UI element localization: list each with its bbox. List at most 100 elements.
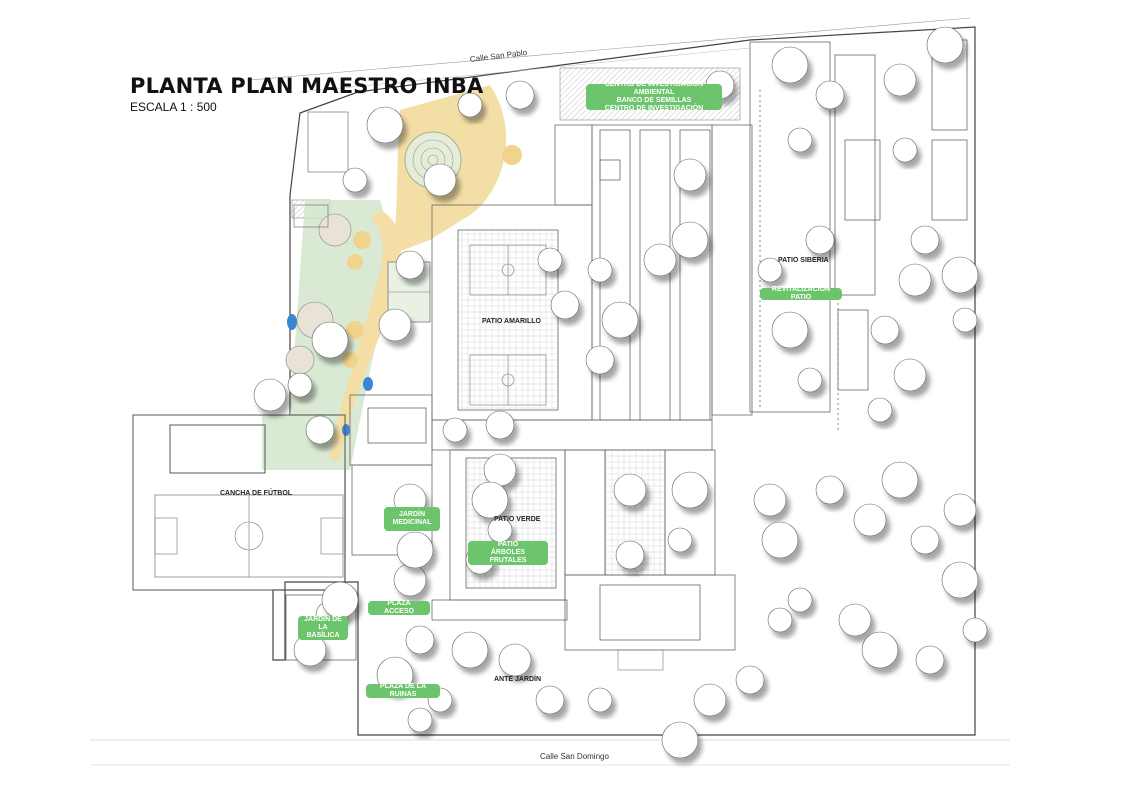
tag-jardin-medicinal-line-2: MEDICINAL (392, 519, 432, 526)
tree-canopy (305, 415, 335, 445)
label-patio-siberia: PATIO SIBERIA (778, 257, 829, 264)
circular-plaza-ring-3 (427, 154, 439, 166)
tree-canopy (396, 531, 434, 569)
tree-canopy (910, 525, 940, 555)
tree-canopy (881, 461, 919, 499)
round-patio-2 (285, 345, 315, 375)
nw-lot-1 (307, 111, 349, 173)
tree-canopy (643, 243, 677, 277)
tag-jardin-medicinal-line-1: JARDÍN (398, 511, 426, 518)
tree-canopy (671, 471, 709, 509)
tree-canopy (287, 372, 313, 398)
tree-canopy (550, 290, 580, 320)
tree-canopy (693, 683, 727, 717)
tree-canopy (535, 685, 565, 715)
tree-canopy (661, 721, 699, 759)
tag-centro-line-1: CENTRO DE INVESTIGACIÓN AMBIENTAL (604, 81, 704, 96)
sand-path-west (330, 210, 402, 460)
nw-lot-2 (293, 204, 329, 228)
tree-canopy (883, 63, 917, 97)
tag-patio-arboles-frutales: PATIO ÁRBOLES FRUTALES (468, 541, 548, 565)
tree-canopy (861, 631, 899, 669)
round-sand-3 (346, 321, 364, 339)
tree-canopy (815, 80, 845, 110)
street-line-top-2 (299, 47, 751, 93)
football-annex (169, 424, 266, 474)
tree-canopy (253, 378, 287, 412)
tree-canopy (311, 321, 349, 359)
pond-2 (363, 377, 373, 391)
tag-patio-arboles-line-1: PATIO (497, 541, 519, 548)
tree-canopy (805, 225, 835, 255)
pond-3 (342, 424, 350, 436)
tag-centro-line-3: CENTRO DE INVESTIGACIÓN (604, 105, 704, 112)
tree-canopy (442, 417, 468, 443)
tag-centro-investigacion: CENTRO DE INVESTIGACIÓN AMBIENTAL BANCO … (586, 81, 722, 112)
tree-canopy (771, 46, 809, 84)
tag-jardin-basilica-line-1: JARDÍN DE LA (304, 616, 342, 631)
tree-canopy (673, 158, 707, 192)
tree-canopy (735, 665, 765, 695)
tree-canopy (601, 301, 639, 339)
football-center-circle (234, 521, 264, 551)
tree-canopy (943, 493, 977, 527)
round-sand-5 (502, 145, 522, 165)
trees (253, 26, 988, 759)
tree-canopy (485, 410, 515, 440)
tree-canopy (870, 315, 900, 345)
tree-canopy (926, 26, 964, 64)
tree-canopy (761, 521, 799, 559)
tree-canopy (962, 617, 988, 643)
tree-canopy (787, 127, 813, 153)
ante-jardin-gate (617, 649, 664, 671)
tree-canopy (615, 540, 645, 570)
tree-canopy (787, 587, 813, 613)
tree-canopy (342, 167, 368, 193)
tree-canopy (471, 481, 509, 519)
round-sand-4 (342, 352, 358, 368)
tree-canopy (457, 92, 483, 118)
tree-canopy (613, 473, 647, 507)
tree-canopy (537, 247, 563, 273)
pond-1 (287, 314, 297, 330)
tag-plaza-ruinas-label: PLAZA DE LA RUINAS (379, 683, 427, 698)
tag-jardin-medicinal: JARDÍN MEDICINAL (384, 507, 440, 531)
tree-canopy (898, 263, 932, 297)
tree-canopy (587, 687, 613, 713)
tree-canopy (838, 603, 872, 637)
tree-canopy (395, 250, 425, 280)
label-ante-jardin: ANTE JARDÍN (494, 676, 542, 683)
tag-jardin-basilica-line-2: BASÍLICA (306, 632, 340, 639)
tag-patio-arboles-line-2: ÁRBOLES FRUTALES (489, 549, 527, 564)
tree-canopy (451, 631, 489, 669)
tree-canopy (505, 80, 535, 110)
tag-centro-line-2: BANCO DE SEMILLAS (616, 97, 692, 104)
building-east (749, 39, 968, 430)
tree-canopy (757, 257, 783, 283)
tree-canopy (941, 256, 979, 294)
tree-canopy (393, 563, 427, 597)
football-field-outer (132, 414, 346, 591)
tag-plaza-acceso-label: PLAZA ACCESO (384, 600, 414, 615)
tree-canopy (753, 483, 787, 517)
page-title: PLANTA PLAN MAESTRO INBA (130, 74, 484, 98)
scale-label: ESCALA 1 : 500 (130, 100, 217, 114)
football-box-left (154, 517, 178, 555)
tree-canopy (867, 397, 893, 423)
tree-canopy (423, 163, 457, 197)
tree-canopy (498, 643, 532, 677)
tag-plaza-ruinas: PLAZA DE LA RUINAS (366, 683, 440, 698)
football-box-right (320, 517, 344, 555)
tree-canopy (483, 453, 517, 487)
label-cancha-futbol: CANCHA DE FÚTBOL (220, 490, 293, 497)
tree-canopy (405, 625, 435, 655)
tag-plaza-acceso: PLAZA ACCESO (368, 600, 430, 615)
tree-canopy (671, 221, 709, 259)
round-sand-1 (353, 231, 371, 249)
tree-canopy (321, 581, 359, 619)
tree-canopy (893, 358, 927, 392)
tree-canopy (407, 707, 433, 733)
tree-canopy (892, 137, 918, 163)
tag-revitalizacion-patio: REVITALIZACIÓN PATIO (760, 286, 842, 301)
